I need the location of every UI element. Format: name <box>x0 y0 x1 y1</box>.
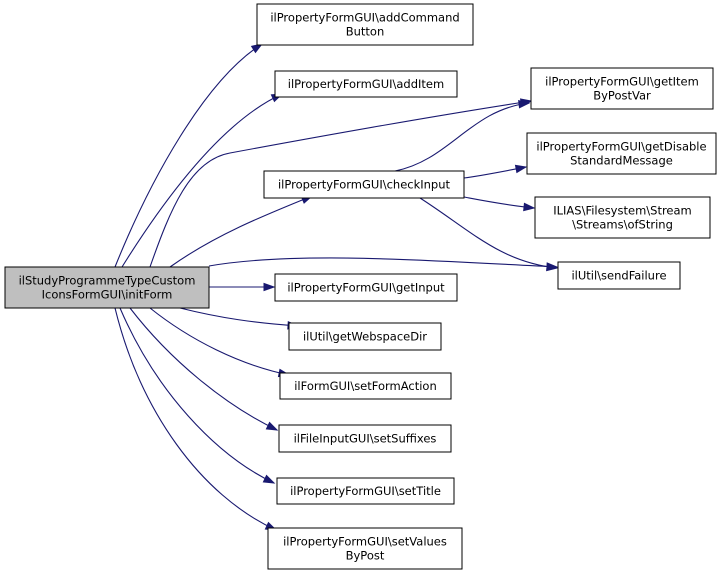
node-box[interactable] <box>278 424 452 453</box>
node-box[interactable] <box>530 67 714 110</box>
edge-root-to-addItem <box>121 93 283 268</box>
nodes-layer: ilStudyProgrammeTypeCustomIconsFormGUI\i… <box>4 3 717 570</box>
node-box[interactable] <box>274 70 458 98</box>
node-label-line: ilPropertyFormGUI\setTitle <box>290 484 441 498</box>
edge-root-to-checkInput <box>169 195 313 268</box>
edge-root-to-addCommandButton <box>114 43 263 268</box>
node-label-line: IconsFormGUI\initForm <box>42 288 173 302</box>
node-label-line: ilPropertyFormGUI\checkInput <box>278 178 451 192</box>
arrowhead-getDisableStandardMessage <box>514 164 528 174</box>
node-label-line: StandardMessage <box>570 154 673 168</box>
node-box[interactable] <box>279 372 452 400</box>
arrowhead-setSuffixes <box>265 421 279 431</box>
arrowhead-ofString <box>523 202 536 212</box>
node-label-line: Button <box>346 25 385 39</box>
node-label-line: ilUtil\getWebspaceDir <box>303 330 427 344</box>
node-setFormAction[interactable]: ilFormGUI\setFormAction <box>279 372 452 400</box>
node-box[interactable] <box>4 266 210 309</box>
edge-root-to-setValuesByPost <box>114 307 277 531</box>
node-label-line: ilStudyProgrammeTypeCustom <box>19 274 196 288</box>
node-label-line: ByPostVar <box>593 89 651 103</box>
node-label-line: ILIAS\Filesystem\Stream <box>553 204 692 218</box>
node-label-line: ilPropertyFormGUI\addItem <box>288 77 444 91</box>
node-label-line: ilPropertyFormGUI\getItem <box>545 75 699 89</box>
edge-root-to-getWebspaceDir <box>179 307 299 327</box>
node-label-line: ilFormGUI\setFormAction <box>294 379 437 393</box>
node-box[interactable] <box>557 261 681 290</box>
edge-root-to-getItemByPostVar <box>149 100 532 268</box>
edge-checkInput-to-getItemByPostVar <box>394 102 530 172</box>
edge-root-to-setSuffixes <box>129 307 278 431</box>
node-sendFailure[interactable]: ilUtil\sendFailure <box>557 261 681 290</box>
node-addItem[interactable]: ilPropertyFormGUI\addItem <box>274 70 458 98</box>
node-label-line: ilPropertyFormGUI\getDisable <box>536 140 706 154</box>
node-getWebspaceDir[interactable]: ilUtil\getWebspaceDir <box>288 322 442 351</box>
node-label-line: ByPost <box>346 549 385 563</box>
arrowhead-setTitle <box>262 474 276 484</box>
node-getDisableStandardMessage[interactable]: ilPropertyFormGUI\getDisableStandardMess… <box>526 132 717 175</box>
node-checkInput[interactable]: ilPropertyFormGUI\checkInput <box>263 170 465 199</box>
edge-checkInput-to-sendFailure <box>419 197 558 269</box>
edge-root-to-sendFailure <box>208 257 558 268</box>
node-label-line: ilPropertyFormGUI\setValues <box>283 535 447 549</box>
edge-root-to-setFormAction <box>149 307 290 376</box>
arrowhead-getItemByPostVar <box>518 99 531 109</box>
node-label-line: ilFileInputGUI\setSuffixes <box>294 432 437 446</box>
node-box[interactable] <box>263 170 465 199</box>
node-setSuffixes[interactable]: ilFileInputGUI\setSuffixes <box>278 424 452 453</box>
node-ofString[interactable]: ILIAS\Filesystem\Stream\Streams\ofString <box>534 196 711 239</box>
node-box[interactable] <box>256 3 474 46</box>
node-box[interactable] <box>276 477 455 505</box>
arrowhead-getInput <box>263 282 276 292</box>
node-label-line: ilUtil\sendFailure <box>571 269 666 283</box>
node-setTitle[interactable]: ilPropertyFormGUI\setTitle <box>276 477 455 505</box>
node-root[interactable]: ilStudyProgrammeTypeCustomIconsFormGUI\i… <box>4 266 210 309</box>
node-label-line: ilPropertyFormGUI\addCommand <box>270 11 459 25</box>
node-box[interactable] <box>267 527 463 570</box>
edge-root-to-setTitle <box>119 307 275 484</box>
node-getInput[interactable]: ilPropertyFormGUI\getInput <box>274 273 458 302</box>
arrowhead-sendFailure <box>546 262 559 272</box>
node-box[interactable] <box>534 196 711 239</box>
node-box[interactable] <box>288 322 442 351</box>
node-label-line: ilPropertyFormGUI\getInput <box>287 281 445 295</box>
node-box[interactable] <box>526 132 717 175</box>
edge-checkInput-to-ofString <box>463 196 535 209</box>
node-box[interactable] <box>274 273 458 302</box>
node-label-line: \Streams\ofString <box>572 218 673 232</box>
